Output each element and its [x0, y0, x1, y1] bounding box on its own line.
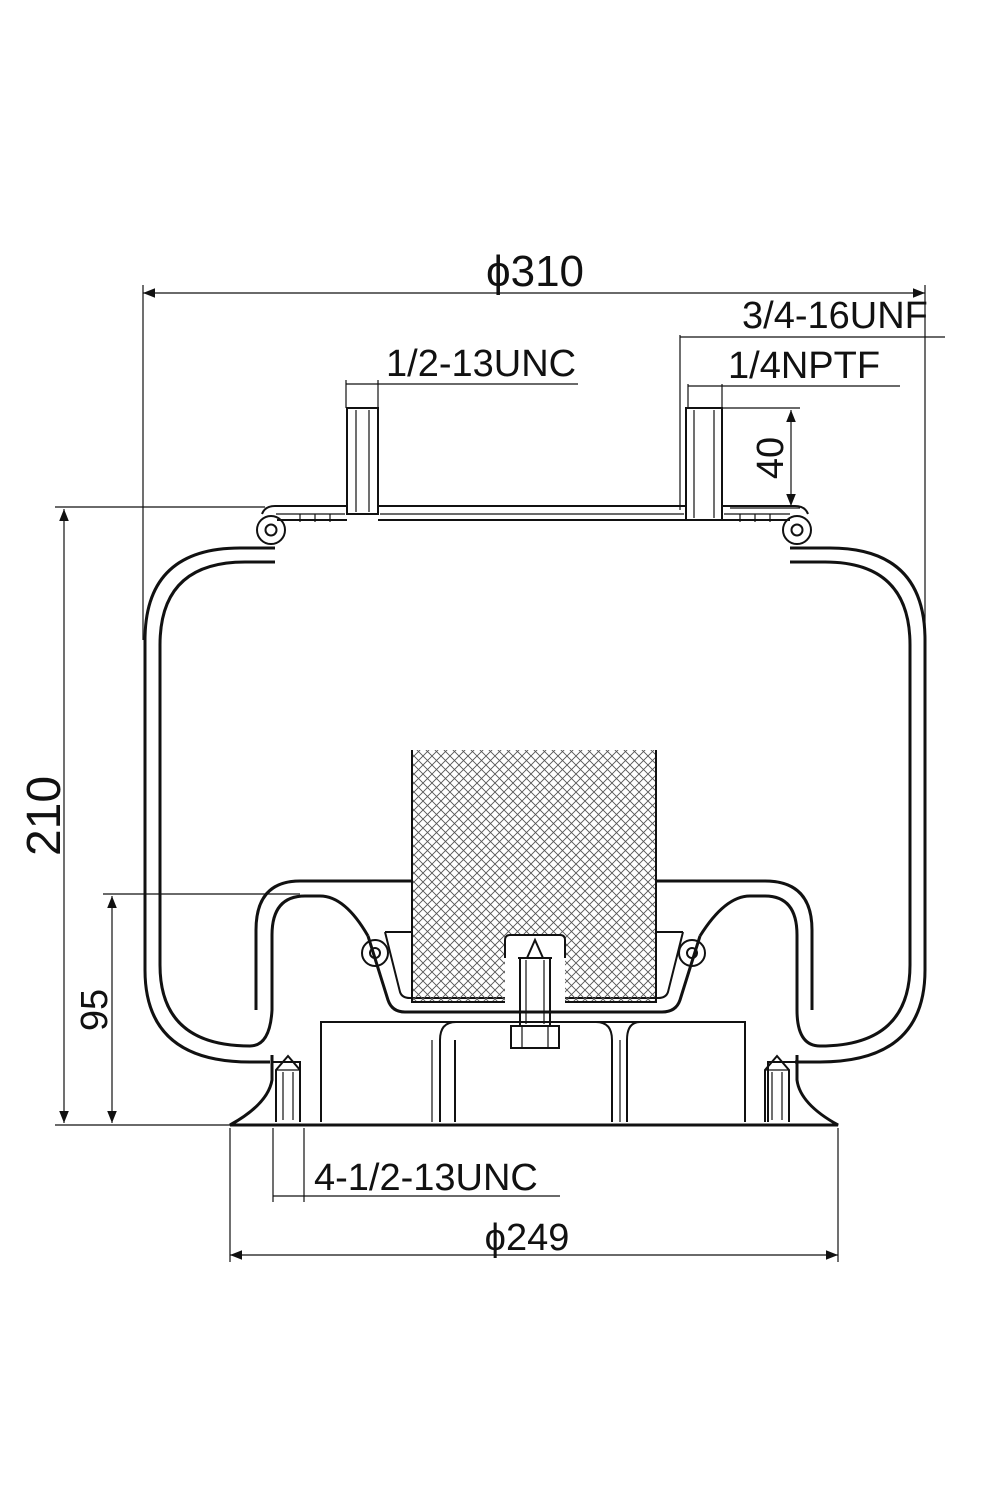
base-bolt-left — [275, 1054, 301, 1122]
stud-label: 1/2-13UNC — [386, 343, 576, 385]
center-bolt — [504, 934, 566, 1049]
base-bolts-label: 4-1/2-13UNC — [314, 1157, 538, 1199]
top-bead-plate — [256, 407, 812, 545]
base-bolts-callout: 4-1/2-13UNC — [272, 1128, 560, 1202]
bottom-diameter-label: ϕ249 — [485, 1217, 570, 1259]
bottom-diameter-dimension: ϕ249 — [229, 1128, 839, 1262]
top-diameter-label: ϕ310 — [486, 247, 584, 296]
air-fitting-callout: 3/4-16UNF — [679, 295, 945, 510]
port-height-dimension: 40 — [720, 407, 800, 509]
base-bolt-right — [764, 1054, 790, 1122]
rubber-bellow — [143, 546, 927, 1064]
air-fitting-label: 3/4-16UNF — [742, 295, 928, 337]
base-height-dimension: 95 — [74, 893, 300, 1123]
base-height-label: 95 — [74, 989, 116, 1031]
air-port-label: 1/4NPTF — [728, 345, 880, 387]
total-height-label: 210 — [18, 776, 71, 856]
port-height-label: 40 — [750, 437, 792, 479]
top-diameter-dimension: ϕ310 — [142, 247, 926, 640]
piston-base — [229, 1021, 839, 1127]
stud-callout: 1/2-13UNC — [345, 343, 578, 408]
air-port-callout: 1/4NPTF — [687, 345, 900, 408]
total-height-dimension: 210 — [18, 506, 265, 1126]
lower-bead-plate — [361, 931, 706, 1014]
